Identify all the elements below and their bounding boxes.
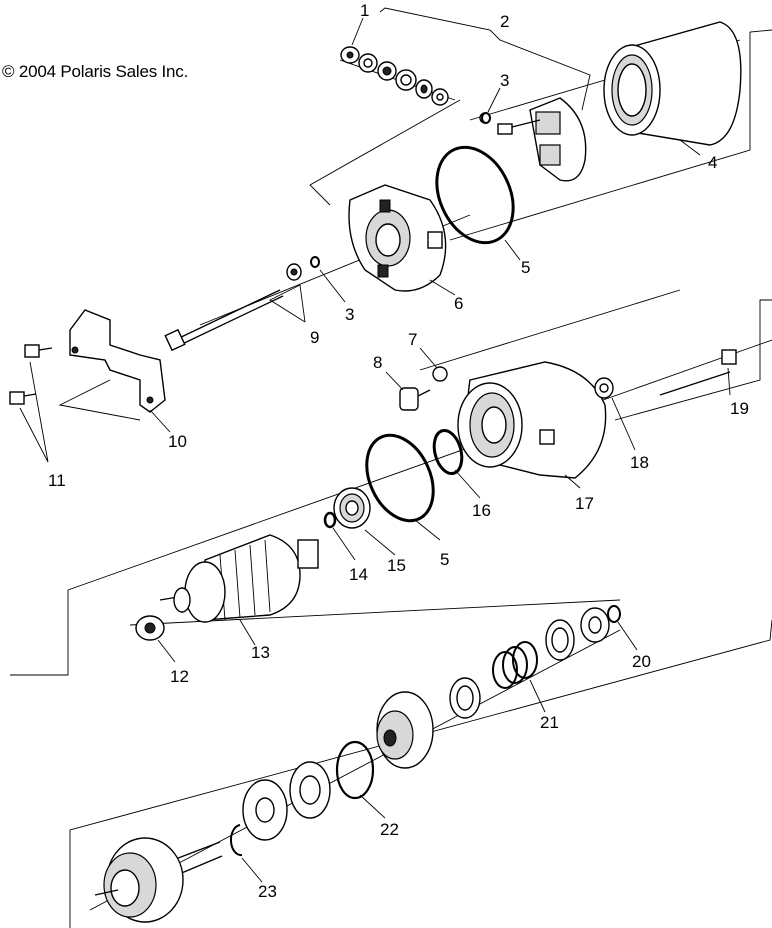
callout-16: 16: [472, 501, 491, 520]
bushing: [135, 615, 165, 641]
brush-holder-assembly: [479, 97, 587, 182]
callout-15: 15: [387, 556, 406, 575]
through-bolt-set: [164, 263, 302, 352]
callout-2: 2: [500, 12, 509, 31]
cap-nut-and-stud: [399, 366, 448, 411]
nut-washer-stack: [340, 46, 449, 106]
callout-5-lower: 5: [440, 550, 449, 569]
circlip: [229, 824, 243, 857]
callout-22: 22: [380, 820, 399, 839]
clutch-plates: [242, 761, 331, 841]
mounting-bracket: [69, 309, 166, 413]
callout-18: 18: [630, 453, 649, 472]
callout-7: 7: [408, 330, 417, 349]
callout-6: 6: [454, 294, 463, 313]
assembly-frame-lines: [10, 29, 772, 928]
o-ring-small: [432, 428, 464, 476]
callout-3-top: 3: [500, 71, 509, 90]
clutch-spring-stack: [449, 605, 621, 719]
callout-21: 21: [540, 713, 559, 732]
callout-3-mid: 3: [345, 305, 354, 324]
bearing-and-seal: [323, 487, 371, 529]
washer-and-bolt: [594, 349, 737, 399]
callout-20: 20: [632, 652, 651, 671]
rear-end-cover: [348, 184, 447, 292]
bracket-bolts: [9, 344, 53, 405]
callout-5-upper: 5: [521, 258, 530, 277]
o-ring-upper: [435, 145, 515, 245]
pinion-gear-shaft: [94, 837, 223, 923]
callout-23: 23: [258, 882, 277, 901]
callout-8: 8: [373, 353, 382, 372]
callout-11: 11: [48, 471, 66, 490]
yoke-housing: [603, 21, 742, 146]
callout-19: 19: [730, 399, 749, 418]
callout-13: 13: [251, 643, 270, 662]
callout-4: 4: [708, 153, 717, 172]
callout-12: 12: [170, 667, 189, 686]
callout-14: 14: [349, 565, 368, 584]
callout-labels: 1 2 3 4 5 3 6 7 8 9 10 11 5 14 15 16 17 …: [48, 1, 749, 901]
callout-9: 9: [310, 328, 319, 347]
callout-1: 1: [360, 1, 369, 20]
small-o-ring-mid: [310, 256, 320, 268]
armature: [159, 534, 319, 623]
small-o-ring-top: [481, 112, 491, 124]
axis-lines: [89, 39, 741, 911]
leader-lines: [19, 7, 731, 883]
o-ring-lower: [365, 433, 435, 523]
callout-17: 17: [575, 494, 594, 513]
overrunning-clutch: [376, 691, 434, 769]
front-housing: [457, 361, 607, 479]
snap-ring: [335, 740, 375, 800]
callout-10: 10: [168, 432, 187, 451]
copyright-notice: © 2004 Polaris Sales Inc.: [2, 62, 189, 81]
